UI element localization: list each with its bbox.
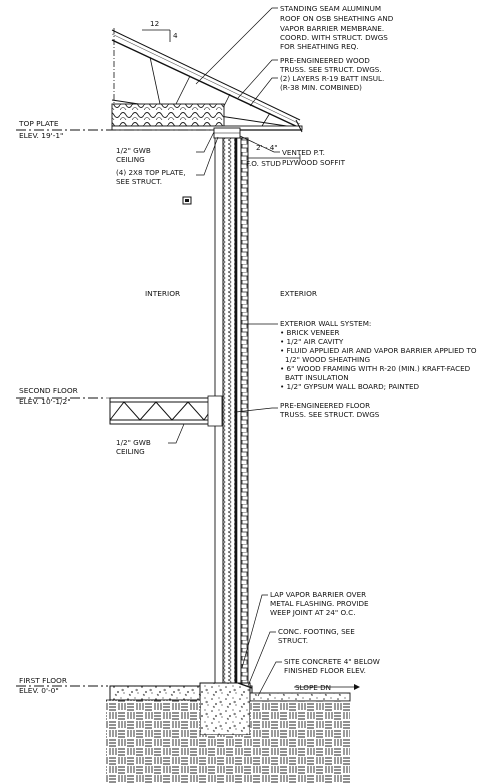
floor-truss-note-line-2: TRUSS. SEE STRUCT. DWGS	[279, 410, 380, 419]
top-plate-level-label: TOP PLATE	[18, 119, 59, 128]
roof-assembly	[111, 28, 303, 133]
top-plate-note-line-1: (4) 2X8 TOP PLATE,	[116, 168, 186, 177]
footing-note-line-2: STRUCT.	[278, 636, 308, 645]
soffit-note-line-2: PLYWOOD SOFFIT	[282, 158, 346, 167]
wall-system-item-3-cont: 1/2" WOOD SHEATHING	[285, 355, 370, 364]
flashing-note-line-2: METAL FLASHING. PROVIDE	[270, 599, 369, 608]
truss-note-line-1: PRE-ENGINEERED WOOD	[280, 56, 370, 65]
footing-note-line-1: CONC. FOOTING, SEE	[278, 627, 355, 636]
stud-label: F.O. STUD	[246, 159, 281, 168]
roofing-note-line-4: COORD. WITH STRUCT. DWGS	[280, 33, 388, 42]
roofing-note-line-2: ROOF ON OSB SHEATHING AND	[280, 14, 394, 23]
truss-note-line-2: TRUSS. SEE STRUCT. DWGS.	[279, 65, 382, 74]
top-plate-elevation: ELEV. 19'-1"	[19, 131, 63, 140]
leader-lines	[168, 7, 354, 697]
slope-arrow-icon	[354, 684, 360, 690]
floor-truss	[106, 395, 223, 427]
insulation-note-line-1: (2) LAYERS R-19 BATT INSUL.	[280, 74, 384, 83]
wall-system-item-4: • 6" WOOD FRAMING WITH R-20 (MIN.) KRAFT…	[280, 364, 471, 373]
wall-system-item-5: • 1/2" GYPSUM WALL BOARD; PAINTED	[280, 382, 420, 391]
wall-system-item-2: • 1/2" AIR CAVITY	[280, 337, 344, 346]
wall-system-title: EXTERIOR WALL SYSTEM:	[280, 319, 371, 328]
insulation-note-line-2: (R-38 MIN. COMBINED)	[280, 83, 362, 92]
roof-pitch-run: 12	[150, 19, 159, 28]
top-plate-note-line-2: SEE STRUCT.	[116, 177, 162, 186]
site-concrete-note-line-2: FINISHED FLOOR ELEV.	[284, 666, 366, 675]
overhang-dimension-label: 2' - 4"	[256, 143, 278, 152]
second-floor-elevation: ELEV. 10'-1/2"	[19, 397, 71, 406]
upper-ceiling-note-line-2: CEILING	[116, 155, 145, 164]
floor-truss-note-line-1: PRE-ENGINEERED FLOOR	[280, 401, 370, 410]
lower-ceiling-note-line-2: CEILING	[116, 447, 145, 456]
foundation	[106, 682, 351, 783]
soffit-note-line-1: VENTED P.T.	[282, 148, 325, 157]
second-floor-level-label: SECOND FLOOR	[19, 386, 78, 395]
wall-system-item-4-cont: BATT INSULATION	[285, 373, 349, 382]
flashing-note-line-1: LAP VAPOR BARRIER OVER	[270, 590, 366, 599]
flashing-note-line-3: WEEP JOINT AT 24" O.C.	[270, 608, 355, 617]
wall-system-item-3: • FLUID APPLIED AIR AND VAPOR BARRIER AP…	[280, 346, 477, 355]
section-marker-icon	[182, 196, 192, 205]
level-markers	[16, 129, 212, 687]
lower-ceiling-note-line-1: 1/2" GWB	[116, 438, 151, 447]
first-floor-elevation: ELEV. 0'-0"	[19, 686, 59, 695]
exterior-zone-label: EXTERIOR	[280, 289, 317, 298]
roofing-note-line-1: STANDING SEAM ALUMINUM	[280, 4, 381, 13]
roofing-note-line-3: VAPOR BARRIER MEMBRANE.	[280, 24, 384, 33]
overhang-dimension	[247, 154, 301, 162]
upper-ceiling-note-line-1: 1/2" GWB	[116, 146, 151, 155]
interior-zone-label: INTERIOR	[145, 289, 180, 298]
wall-system-item-1: • BRICK VENEER	[280, 328, 340, 337]
slope-label: SLOPE DN	[295, 683, 331, 692]
first-floor-level-label: FIRST FLOOR	[19, 676, 67, 685]
site-concrete-note-line-1: SITE CONCRETE 4" BELOW	[284, 657, 380, 666]
roofing-note-line-5: FOR SHEATHING REQ.	[280, 42, 359, 51]
roof-pitch-rise: 4	[173, 31, 178, 40]
